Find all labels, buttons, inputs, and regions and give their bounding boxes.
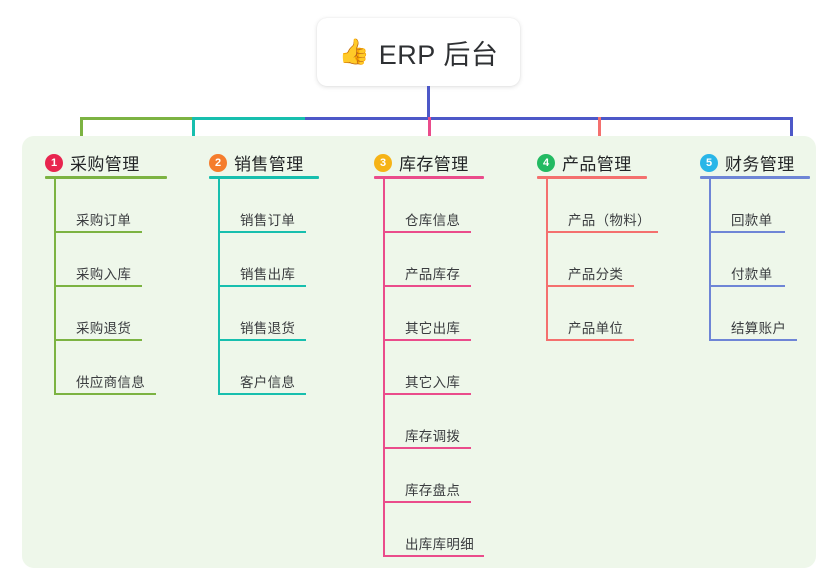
branch-item-rule [383, 555, 484, 557]
branch-item-rule [383, 339, 471, 341]
branch-spine [709, 178, 711, 339]
branch-item-rule [54, 339, 142, 341]
branch-item-rule [54, 231, 142, 233]
branch-item-label: 采购退货 [76, 321, 132, 336]
branch-header-4[interactable]: 4 产品管理 [537, 150, 632, 175]
branch-item-rule [383, 285, 471, 287]
branch-item-label: 仓库信息 [405, 213, 461, 228]
branch-item-rule [218, 339, 306, 341]
branch-item-label: 出库库明细 [405, 537, 474, 552]
branch-item-label: 其它入库 [405, 375, 461, 390]
branch-item-label: 结算账户 [731, 321, 787, 336]
branch-item-label: 付款单 [731, 267, 773, 282]
branch-item-label: 销售订单 [240, 213, 296, 228]
thumbs-up-icon: 👍 [338, 37, 370, 66]
branch-item-label: 采购订单 [76, 213, 132, 228]
branch-item-rule [218, 285, 306, 287]
connector-drop [428, 117, 431, 147]
branch-title: 产品管理 [562, 155, 632, 174]
branch-header-rule [209, 176, 319, 179]
branch-item-rule [709, 285, 785, 287]
branch-item-rule [218, 231, 306, 233]
branch-item-rule [218, 393, 306, 395]
branch-item-rule [54, 393, 156, 395]
branch-panel [22, 136, 816, 568]
connector-drop [598, 117, 601, 147]
branch-item-label: 回款单 [731, 213, 773, 228]
branch-item-rule [709, 231, 785, 233]
branch-number-badge: 5 [700, 153, 718, 172]
branch-title: 销售管理 [234, 155, 304, 174]
root-node-label: ERP 后台 [378, 39, 499, 70]
branch-item-label: 产品（物料） [568, 213, 651, 228]
branch-item-rule [54, 285, 142, 287]
branch-item-label: 产品分类 [568, 267, 624, 282]
branch-spine [383, 178, 385, 555]
branch-item-label: 供应商信息 [76, 375, 145, 390]
branch-header-1[interactable]: 1 采购管理 [45, 150, 140, 175]
branch-header-3[interactable]: 3 库存管理 [374, 150, 469, 175]
connector-drop [192, 117, 195, 147]
branch-item-rule [546, 285, 634, 287]
branch-item-rule [383, 393, 471, 395]
branch-item-rule [546, 231, 658, 233]
branch-item-label: 销售出库 [240, 267, 296, 282]
branch-item-label: 库存盘点 [405, 483, 461, 498]
branch-number-badge: 2 [209, 153, 227, 172]
connector-bus-segment [80, 117, 192, 120]
connector-trunk [427, 86, 430, 119]
branch-item-label: 产品单位 [568, 321, 624, 336]
branch-item-label: 客户信息 [240, 375, 296, 390]
branch-spine [546, 178, 548, 339]
branch-title: 采购管理 [70, 155, 140, 174]
branch-item-rule [383, 501, 471, 503]
branch-number-badge: 3 [374, 153, 392, 172]
branch-item-rule [546, 339, 634, 341]
branch-header-2[interactable]: 2 销售管理 [209, 150, 304, 175]
branch-header-rule [374, 176, 484, 179]
branch-number-badge: 4 [537, 153, 555, 172]
root-node[interactable]: 👍 ERP 后台 [317, 18, 520, 86]
branch-item-label: 采购入库 [76, 267, 132, 282]
branch-item-label: 产品库存 [405, 267, 461, 282]
branch-item-label: 其它出库 [405, 321, 461, 336]
branch-item-rule [709, 339, 797, 341]
branch-header-rule [537, 176, 647, 179]
connector-drop [790, 117, 793, 147]
branch-header-rule [45, 176, 167, 179]
branch-title: 库存管理 [399, 155, 469, 174]
connector-bus-segment [192, 117, 305, 120]
branch-number-badge: 1 [45, 153, 63, 172]
connector-drop [80, 117, 83, 147]
branch-header-5[interactable]: 5 财务管理 [700, 150, 795, 175]
branch-item-label: 销售退货 [240, 321, 296, 336]
branch-item-rule [383, 447, 471, 449]
branch-item-rule [383, 231, 471, 233]
branch-title: 财务管理 [725, 155, 795, 174]
branch-item-label: 库存调拨 [405, 429, 461, 444]
connector-bus-segment [305, 117, 792, 120]
branch-header-rule [700, 176, 810, 179]
